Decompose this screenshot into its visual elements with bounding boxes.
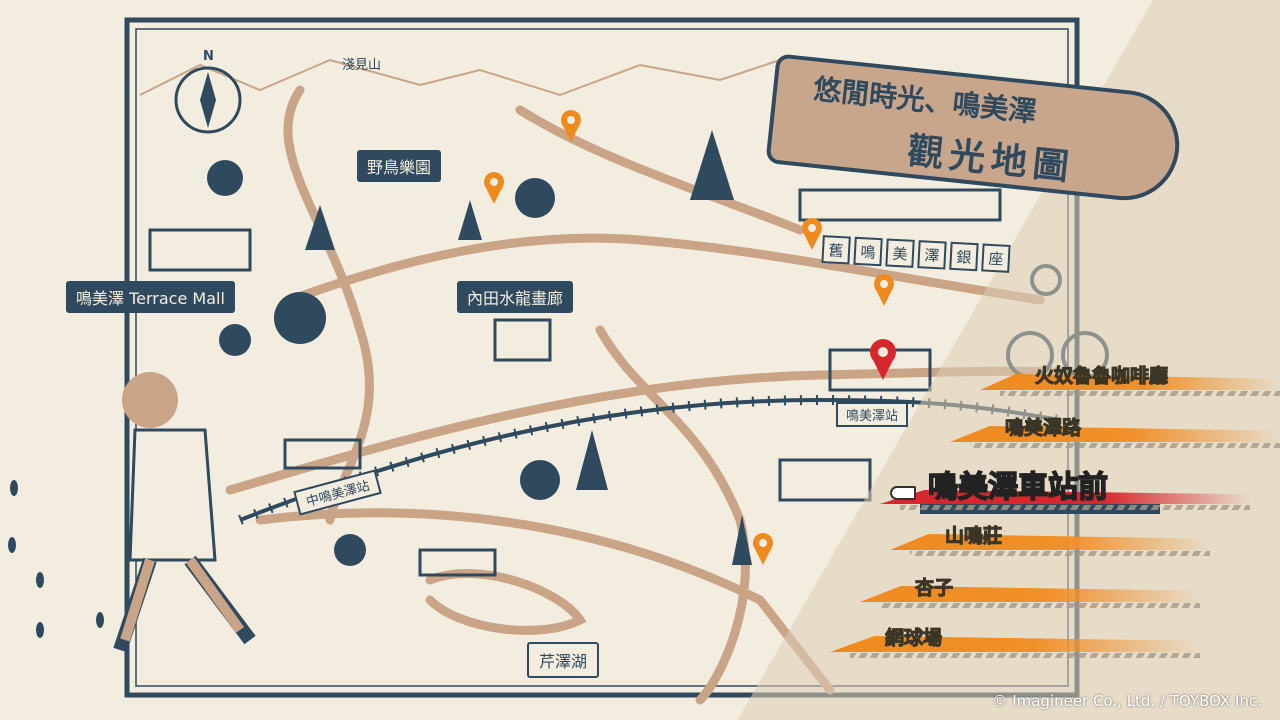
walking-girl-illustration <box>113 372 256 653</box>
compass-icon <box>174 66 242 134</box>
label-gallery: 內田水龍畫廊 <box>457 281 574 313</box>
label-bird-park: 野鳥樂園 <box>357 150 442 182</box>
ginza-char: 銀 <box>949 241 979 272</box>
destination-item-selected[interactable]: 鳴美澤車站前 <box>880 466 1250 514</box>
destination-item[interactable]: 山鳴莊 <box>890 522 1210 556</box>
destination-label: 火奴魯魯咖啡廳 <box>1034 365 1169 388</box>
footprints <box>8 480 104 638</box>
label-mountain: 淺見山 <box>342 58 382 73</box>
ginza-char: 澤 <box>917 240 947 270</box>
mountains <box>139 58 781 97</box>
destination-label: 山鳴莊 <box>944 525 1003 548</box>
destination-label: 網球場 <box>884 627 943 650</box>
destination-label: 鳴美澤車站前 <box>927 469 1109 506</box>
ginza-char: 美 <box>885 238 915 268</box>
destination-label: 鳴美澤路 <box>1004 417 1082 440</box>
destination-item[interactable]: 火奴魯魯咖啡廳 <box>980 362 1280 396</box>
ginza-char: 座 <box>981 243 1011 273</box>
location-marker-icon <box>890 486 916 500</box>
destination-label: 杏子 <box>914 577 954 600</box>
compass-north: N <box>203 49 214 64</box>
destination-item[interactable]: 杏子 <box>860 574 1200 608</box>
copyright: © Imagineer Co., Ltd. / TOYBOX Inc. <box>992 692 1262 710</box>
destination-item[interactable]: 鳴美澤路 <box>950 414 1280 448</box>
destination-item[interactable]: 網球場 <box>830 624 1200 658</box>
label-terrace-mall: 鳴美澤 Terrace Mall <box>66 281 235 313</box>
label-lake: 芹澤湖 <box>527 642 600 678</box>
label-station: 鳴美澤站 <box>836 402 909 427</box>
ginza-char: 舊 <box>821 235 851 265</box>
ginza-char: 鳴 <box>853 236 883 267</box>
